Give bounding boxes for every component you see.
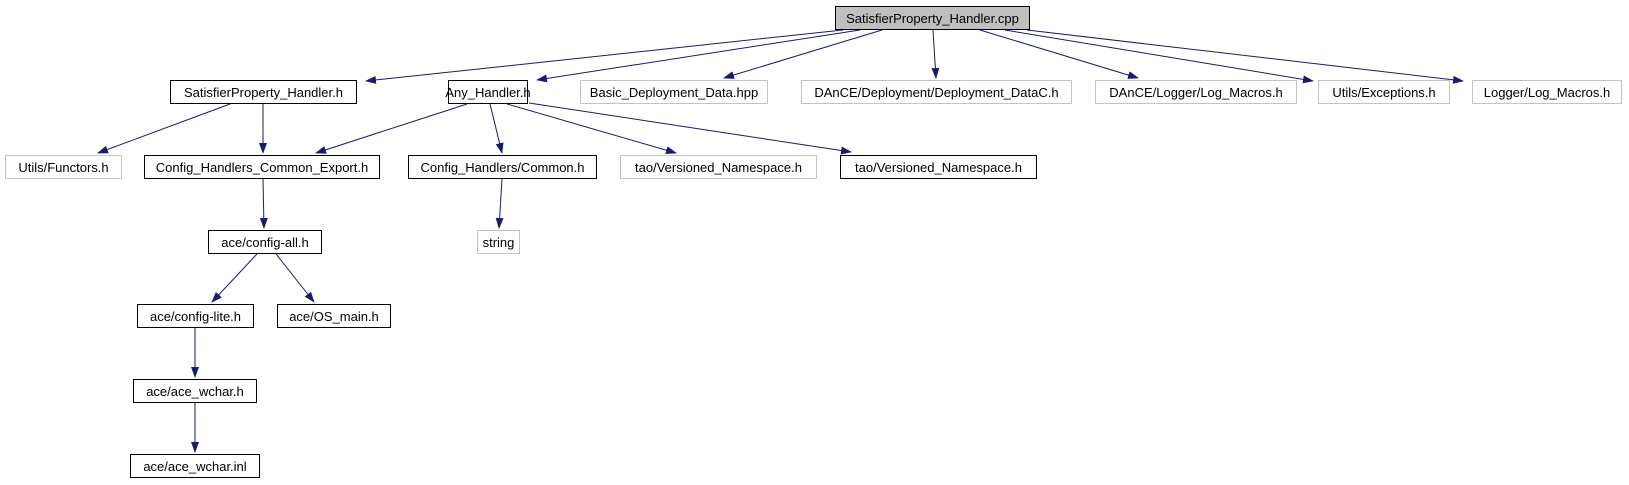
node-label: SatisfierProperty_Handler.cpp bbox=[846, 10, 1019, 26]
node-config-handlers-common-h[interactable]: Config_Handlers/Common.h bbox=[408, 155, 597, 179]
edge-satisfierproperty-handler-cpp--to--any-handler-h bbox=[536, 29, 861, 83]
edge-any-handler-h--to--tao-versioned-namespace-h-2 bbox=[528, 102, 852, 155]
edge-any-handler-h--to--config-handlers-common-export-h bbox=[315, 103, 468, 154]
node-basic-deployment-data-hpp: Basic_Deployment_Data.hpp bbox=[580, 80, 768, 104]
node-tao-versioned-namespace-h-1: tao/Versioned_Namespace.h bbox=[620, 155, 817, 179]
edge-satisfierproperty-handler-cpp--to--logger-log-macros-h bbox=[1026, 29, 1464, 84]
node-config-handlers-common-export-h[interactable]: Config_Handlers_Common_Export.h bbox=[144, 155, 380, 179]
edge-satisfierproperty-handler-cpp--to--basic-deployment-data-hpp bbox=[723, 29, 883, 79]
node-label: tao/Versioned_Namespace.h bbox=[855, 159, 1022, 175]
node-ace-os-main-h[interactable]: ace/OS_main.h bbox=[277, 304, 391, 328]
node-label: Utils/Functors.h bbox=[18, 159, 109, 175]
node-label: SatisfierProperty_Handler.h bbox=[184, 84, 343, 100]
node-any-handler-h[interactable]: Any_Handler.h bbox=[445, 80, 531, 104]
node-ace-ace-wchar-inl[interactable]: ace/ace_wchar.inl bbox=[130, 454, 260, 478]
node-satisfierproperty-handler-h[interactable]: SatisfierProperty_Handler.h bbox=[170, 80, 357, 104]
edge-config-handlers-common-export-h--to--ace-config-all-h bbox=[259, 178, 268, 229]
node-label: DAnCE/Deployment/Deployment_DataC.h bbox=[814, 84, 1059, 100]
node-label: Logger/Log_Macros.h bbox=[1483, 84, 1611, 100]
edge-ace-config-all-h--to--ace-config-lite-h bbox=[211, 253, 258, 303]
node-label: ace/ace_wchar.inl bbox=[143, 458, 247, 474]
node-label: ace/config-lite.h bbox=[149, 308, 242, 324]
node-ace-config-all-h[interactable]: ace/config-all.h bbox=[208, 230, 322, 254]
node-string: string bbox=[477, 230, 520, 254]
node-tao-versioned-namespace-h-2[interactable]: tao/Versioned_Namespace.h bbox=[840, 155, 1037, 179]
node-label: ace/OS_main.h bbox=[289, 308, 379, 324]
edge-ace-config-all-h--to--ace-os-main-h bbox=[275, 253, 315, 303]
node-label: Any_Handler.h bbox=[445, 84, 531, 100]
node-label: DAnCE/Logger/Log_Macros.h bbox=[1109, 84, 1283, 100]
node-label: tao/Versioned_Namespace.h bbox=[635, 159, 802, 175]
node-label: ace/config-all.h bbox=[221, 234, 309, 250]
node-label: Config_Handlers/Common.h bbox=[420, 159, 585, 175]
edge-any-handler-h--to--config-handlers-common-h bbox=[489, 103, 504, 154]
edge-satisfierproperty-handler-cpp--to--satisfierproperty-handler-h bbox=[365, 29, 844, 84]
node-logger-log-macros-h: Logger/Log_Macros.h bbox=[1472, 80, 1622, 104]
node-dance-logger-log-macros-h: DAnCE/Logger/Log_Macros.h bbox=[1095, 80, 1297, 104]
edge-config-handlers-common-h--to--string bbox=[495, 178, 504, 229]
node-utils-exceptions-h: Utils/Exceptions.h bbox=[1318, 80, 1450, 104]
edge-satisfierproperty-handler-cpp--to--utils-exceptions-h bbox=[1004, 29, 1314, 84]
edge-satisfierproperty-handler-h--to--utils-functors-h bbox=[97, 103, 231, 154]
node-label: Basic_Deployment_Data.hpp bbox=[589, 84, 759, 100]
edge-satisfierproperty-handler-cpp--to--dance-deployment-datac-h bbox=[931, 29, 940, 79]
node-dance-deployment-datac-h: DAnCE/Deployment/Deployment_DataC.h bbox=[801, 80, 1072, 104]
node-label: Config_Handlers_Common_Export.h bbox=[155, 159, 369, 175]
node-satisfierproperty-handler-cpp: SatisfierProperty_Handler.cpp bbox=[835, 6, 1030, 30]
node-ace-ace-wchar-h[interactable]: ace/ace_wchar.h bbox=[133, 379, 257, 403]
node-label: ace/ace_wchar.h bbox=[146, 383, 244, 399]
node-label: Utils/Exceptions.h bbox=[1332, 84, 1436, 100]
edge-satisfierproperty-handler-cpp--to--dance-logger-log-macros-h bbox=[979, 29, 1139, 79]
edge-any-handler-h--to--tao-versioned-namespace-h-1 bbox=[506, 103, 677, 155]
node-utils-functors-h: Utils/Functors.h bbox=[5, 155, 122, 179]
node-label: string bbox=[482, 234, 515, 250]
node-ace-config-lite-h[interactable]: ace/config-lite.h bbox=[137, 304, 254, 328]
